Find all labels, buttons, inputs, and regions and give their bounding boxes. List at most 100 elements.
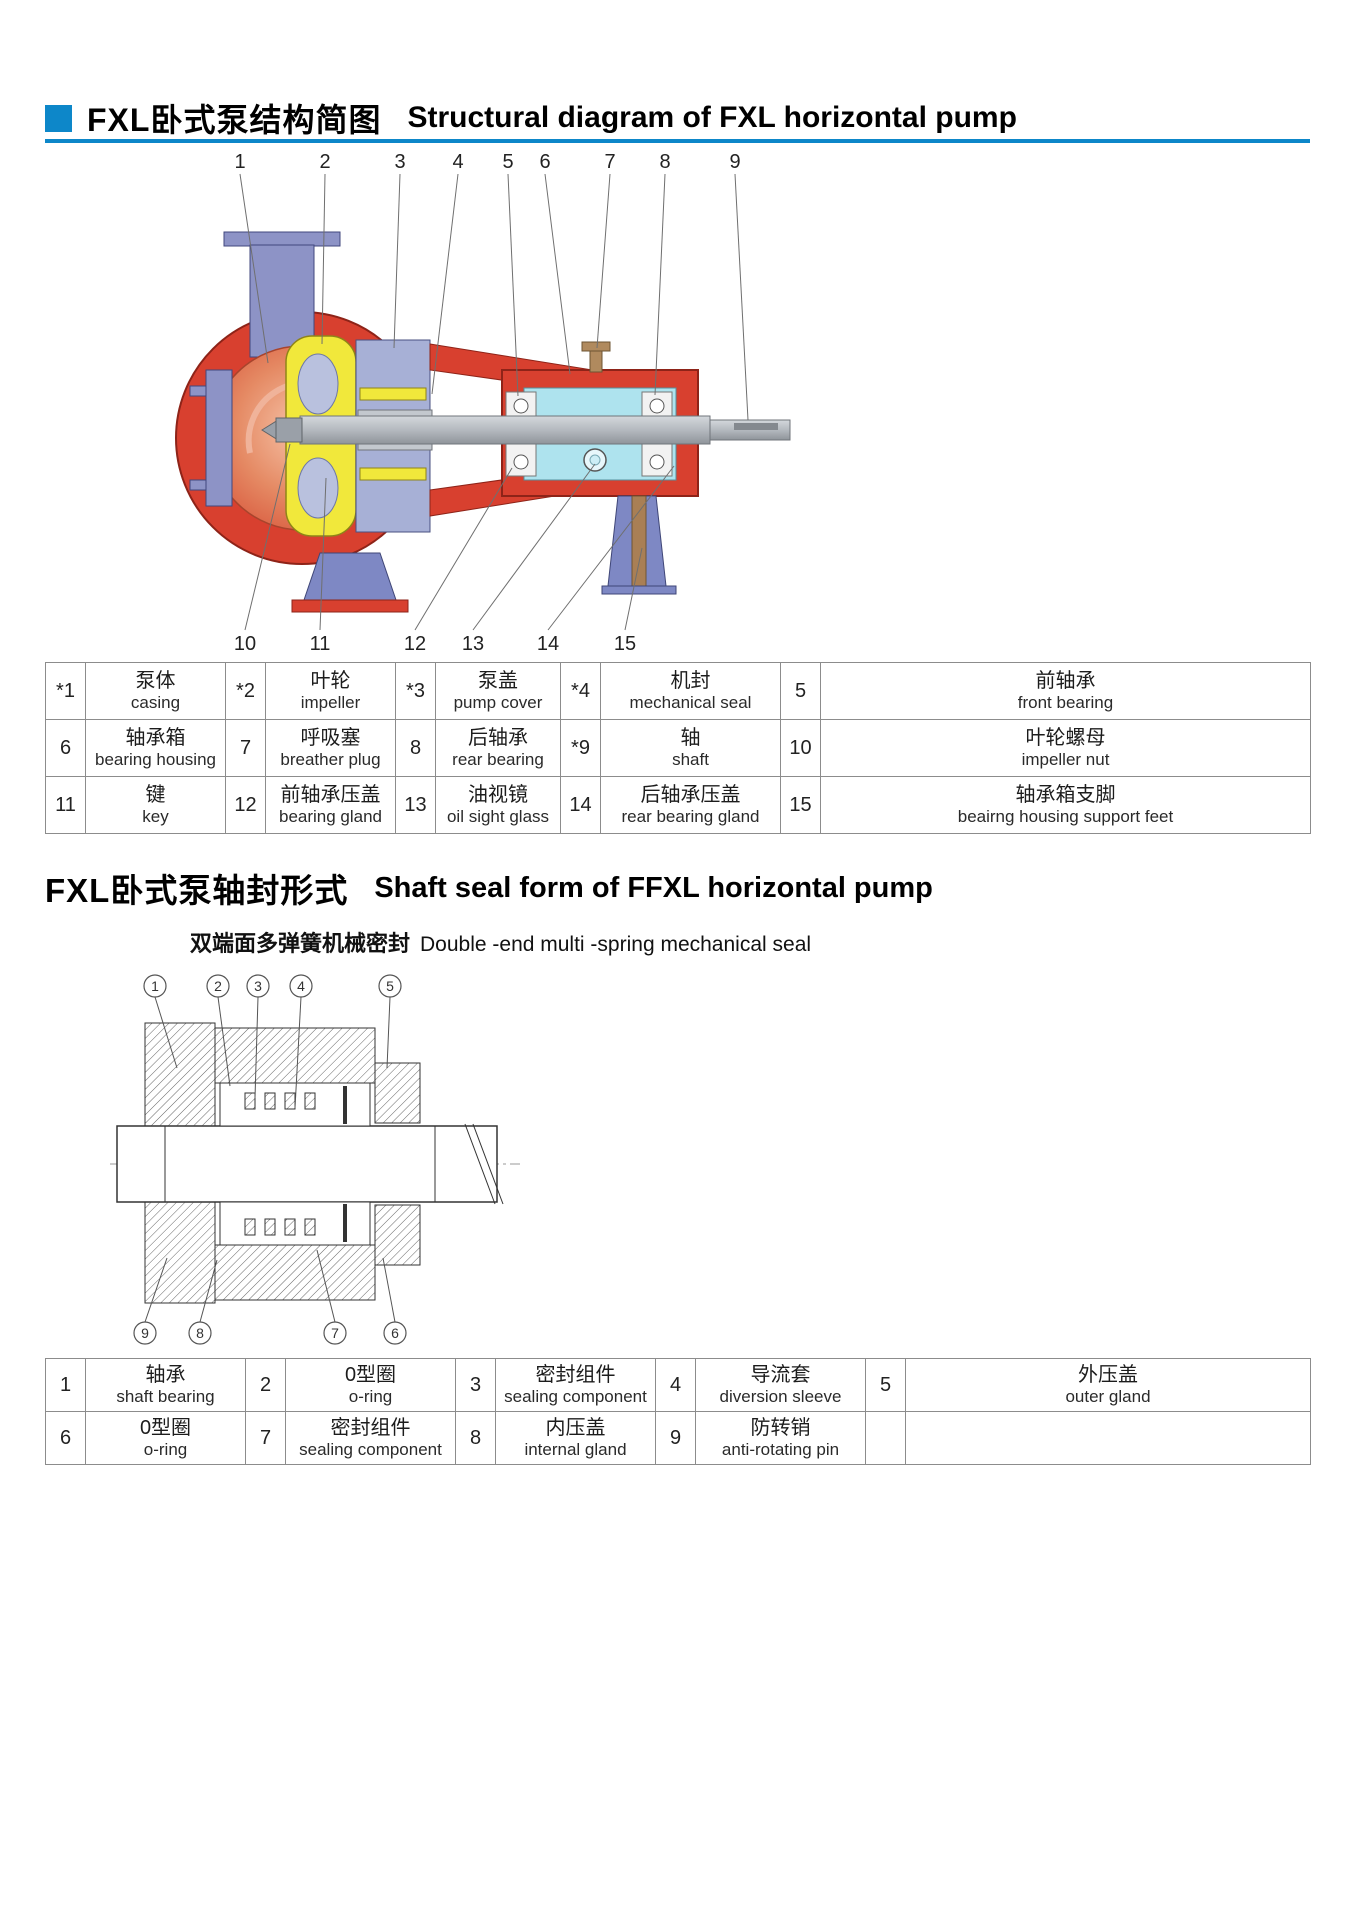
mechanical-seal-lower: [359, 467, 427, 481]
part-name-en: key: [142, 807, 169, 827]
callout-number: 11: [310, 633, 331, 655]
callout-number: 4: [452, 151, 463, 173]
part-name-zh: 前轴承: [1035, 670, 1096, 693]
part-name-en: front bearing: [1017, 693, 1114, 713]
part-number: 10: [780, 719, 821, 777]
part-name-zh: 0型圈: [139, 1417, 192, 1440]
callout-number: 6: [391, 1325, 399, 1341]
part-name-zh: 叶轮螺母: [1025, 727, 1106, 750]
leader-line: [734, 173, 749, 421]
part-name-en: impeller: [300, 693, 361, 713]
part-name-zh: 轴承箱: [125, 727, 186, 750]
callout-number: 14: [537, 633, 559, 655]
callout-number: 3: [254, 978, 262, 994]
part-name-zh: 防转销: [750, 1417, 811, 1440]
part-number: 15: [780, 776, 821, 834]
seal-spring: [244, 1092, 256, 1110]
seal-spring: [264, 1218, 276, 1236]
support-foot-base: [601, 585, 677, 595]
leader-line: [321, 173, 326, 345]
callout-number: 5: [386, 978, 394, 994]
part-number: 1: [45, 1358, 86, 1412]
part-number: 5: [780, 662, 821, 720]
part-name-en: impeller nut: [1021, 750, 1110, 770]
bearing-ball: [513, 454, 529, 470]
leader-line: [544, 173, 571, 375]
part-name-zh: 外压盖: [1078, 1364, 1138, 1387]
outer-gland-upper: [374, 1062, 421, 1124]
part-name-en: diversion sleeve: [719, 1387, 842, 1407]
shaft: [299, 415, 711, 445]
part-number: 4: [655, 1358, 696, 1412]
callout-numbers-top: 1 2 3 4 5 6 7 8 9: [234, 151, 740, 173]
seal-face-upper: [343, 1086, 347, 1124]
part-number: 13: [395, 776, 436, 834]
leader-line: [319, 477, 327, 631]
callout-number: 1: [151, 978, 159, 994]
seal-shaft: [116, 1125, 498, 1203]
part-name-en: pump cover: [453, 693, 543, 713]
part-name-en: beairng housing support feet: [957, 807, 1174, 827]
callout-number: 7: [331, 1325, 339, 1341]
seal-callouts-top: 1 2 3 4 5: [143, 974, 402, 998]
part-name-zh: 键: [145, 784, 166, 807]
impeller-nut: [275, 417, 303, 443]
part-number: 2: [245, 1358, 286, 1412]
impeller-vane: [297, 353, 339, 415]
leader-line: [654, 173, 666, 396]
seal-subtitle-en: Double -end multi -spring mechanical sea…: [420, 933, 812, 956]
part-name-zh: 泵体: [135, 670, 176, 693]
part-number: 8: [395, 719, 436, 777]
part-number: 14: [560, 776, 601, 834]
part-name-zh: 机封: [670, 670, 711, 693]
callout-number: 9: [729, 151, 740, 173]
callout-circle: [188, 1321, 212, 1345]
shaft-break-line: [472, 1123, 504, 1205]
callout-number: 13: [462, 633, 484, 655]
bearing-ball: [649, 398, 665, 414]
part-name-zh: 轴: [680, 727, 701, 750]
leader-line: [382, 1257, 396, 1323]
part-number: 6: [45, 1411, 86, 1465]
part-number: 7: [245, 1411, 286, 1465]
part-name-en: outer gland: [1065, 1387, 1151, 1407]
part-name-en: shaft: [672, 750, 709, 770]
part-name-zh: 内压盖: [545, 1417, 606, 1440]
callout-number: 9: [141, 1325, 149, 1341]
part-name-zh: 轴承箱支脚: [1015, 784, 1116, 807]
callout-numbers-bottom: 10 11 12 13 14 15: [234, 633, 636, 655]
leader-line: [393, 173, 401, 349]
callout-circle: [383, 1321, 407, 1345]
part-name-en: internal gland: [524, 1440, 627, 1460]
leader-line: [294, 996, 302, 1109]
breather-plug: [581, 341, 611, 352]
leader-line: [547, 465, 675, 631]
seal-spring: [304, 1218, 316, 1236]
callout-number: 15: [614, 633, 636, 655]
callout-number: 10: [234, 633, 256, 655]
part-name-zh: 呼吸塞: [300, 727, 361, 750]
part-number: *3: [395, 662, 436, 720]
callout-number: 3: [394, 151, 405, 173]
part-name-en: oil sight glass: [446, 807, 550, 827]
